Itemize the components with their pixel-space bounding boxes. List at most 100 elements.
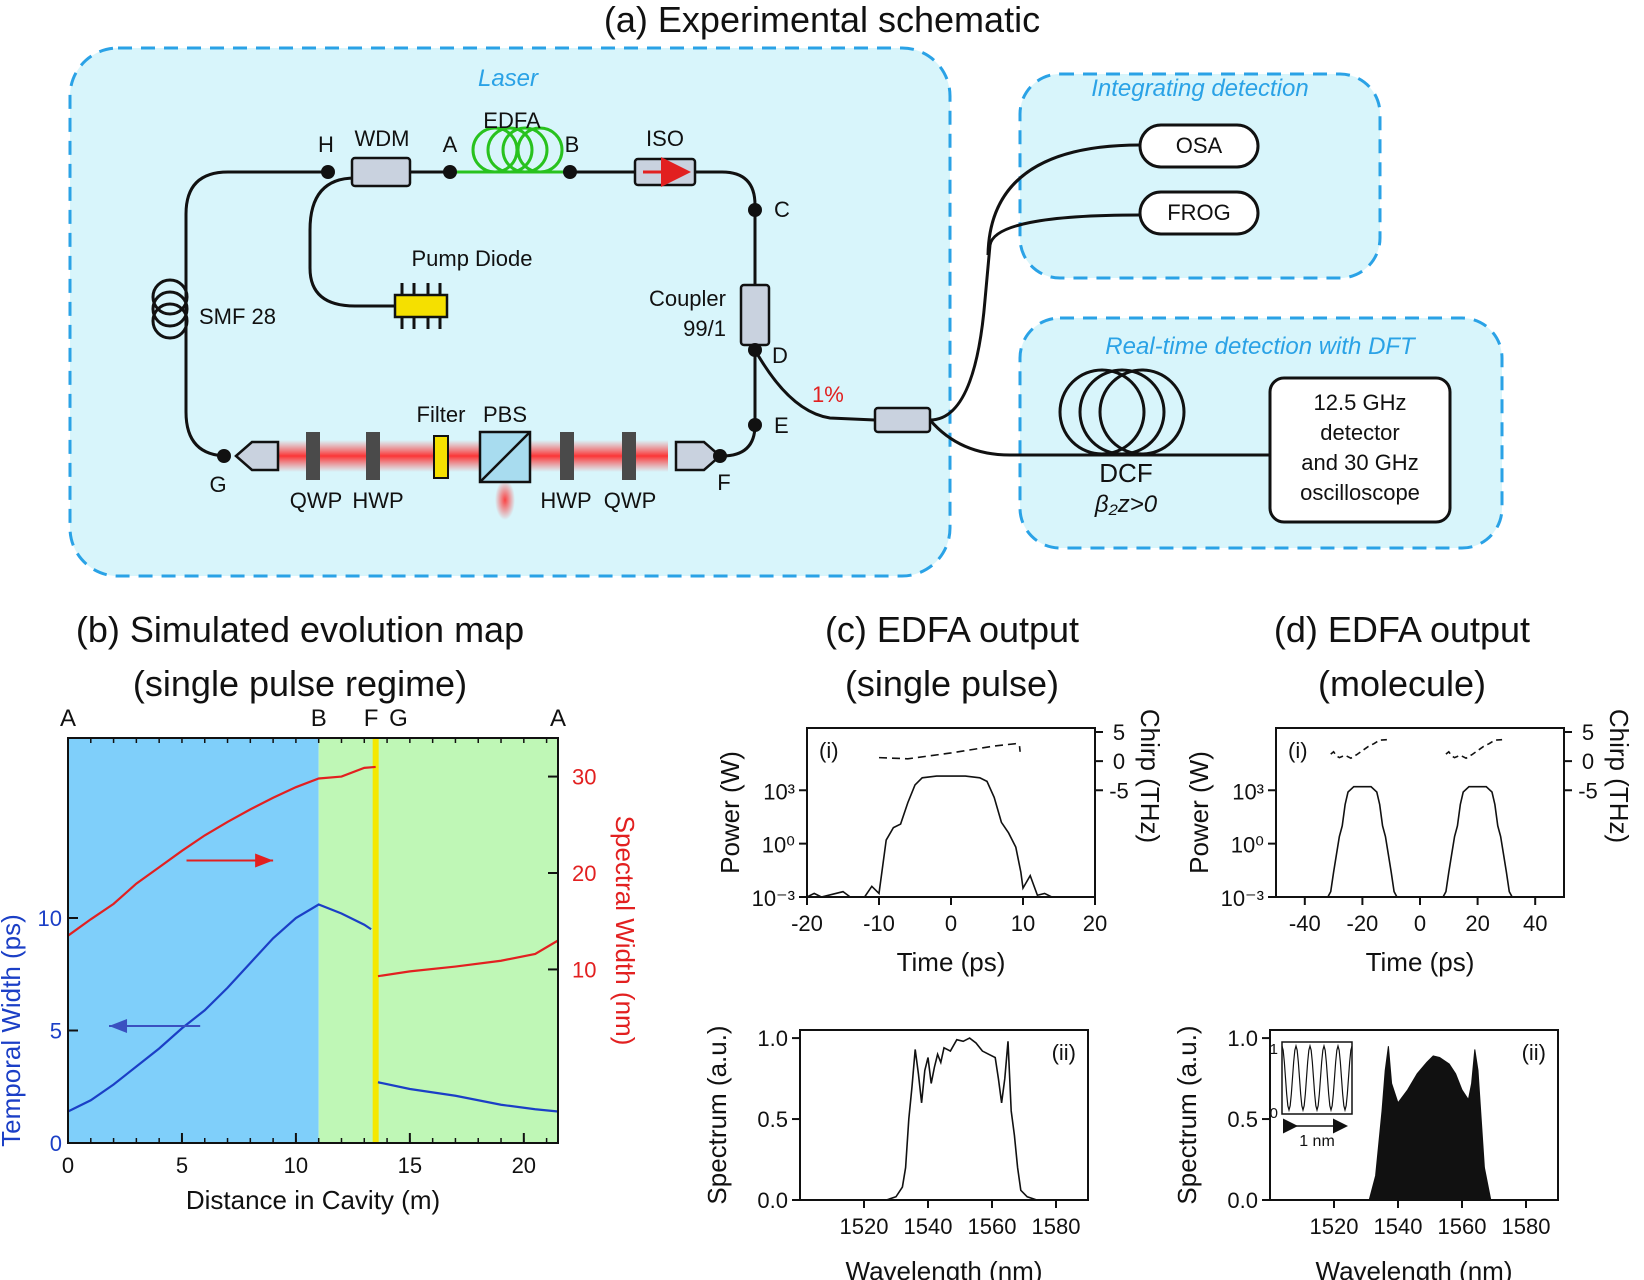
- chirp-trace: [878, 742, 1021, 760]
- top-label-4: A: [550, 705, 566, 732]
- x-tick-label-1560: 1560: [1438, 1214, 1487, 1239]
- inset-scale-label: 1 nm: [1299, 1133, 1335, 1150]
- top-label-0: A: [60, 705, 76, 732]
- y-left-axis-label: Power (W): [715, 751, 745, 874]
- coupler-label-2: 99/1: [683, 316, 726, 341]
- y-axis-label: Spectrum (a.u.): [702, 1025, 732, 1204]
- y-right-axis-label: Chirp (THz): [1604, 709, 1634, 843]
- pump-label: Pump Diode: [411, 246, 532, 271]
- point-H: H: [318, 132, 334, 157]
- x-tick-label-5: 5: [176, 1153, 188, 1178]
- y-left-tick-label-1: 10⁰: [762, 833, 795, 858]
- laser-beam: [272, 440, 668, 472]
- one-percent-label: 1%: [812, 382, 844, 407]
- hwp-right-label: HWP: [540, 488, 591, 513]
- osa-label: OSA: [1176, 133, 1223, 158]
- y-left-tick-label-0: 10⁻³: [752, 886, 795, 911]
- inset-y-tick-0: 0: [1270, 1105, 1278, 1122]
- pbs-label: PBS: [483, 402, 527, 427]
- dcf-coil-icon: [1058, 368, 1186, 456]
- point-E: E: [774, 413, 789, 438]
- smf-label: SMF 28: [199, 304, 276, 329]
- wdm-label: WDM: [355, 126, 410, 151]
- hwp-left: [366, 432, 380, 480]
- laser-box-label: Laser: [478, 65, 539, 92]
- qwp-left: [306, 432, 320, 480]
- y-right-tick-label-1: 0: [1582, 749, 1594, 774]
- top-label-1: B: [311, 705, 327, 732]
- fiber-loop: [184, 143, 1270, 458]
- y-right-axis-label: Chirp (THz): [1135, 709, 1165, 843]
- osa-box: [1138, 123, 1260, 169]
- y-right-tick-label-1: 0: [1113, 749, 1125, 774]
- edfa-fiber: [450, 126, 570, 174]
- detector-line-3: and 30 GHz: [1301, 450, 1418, 475]
- series-left-segment-1: [377, 1081, 559, 1113]
- y-left-tick-label-1: 10⁰: [1231, 833, 1264, 858]
- smf-coil-icon: [151, 278, 189, 340]
- y-right-tick-label-20: 20: [572, 861, 596, 886]
- point-A: A: [443, 132, 458, 157]
- dcf-sub-label: β₂z>0: [1094, 491, 1158, 518]
- dcf-label: DCF: [1099, 458, 1152, 488]
- x-tick-label-15: 15: [398, 1153, 422, 1178]
- y-tick-label-0.5: 0.5: [757, 1107, 788, 1132]
- power-trace: [806, 775, 1053, 898]
- y-right-tick-label-0: 5: [1113, 720, 1125, 745]
- point-markers: [217, 165, 762, 463]
- qwp-right-label: QWP: [604, 488, 657, 513]
- y-right-tick-label-10: 10: [572, 957, 596, 982]
- x-tick-label--20: -20: [1347, 911, 1379, 936]
- filter-element: [433, 435, 449, 479]
- plot-frame: [67, 737, 559, 1144]
- inset-fringes: [1281, 1043, 1353, 1113]
- region-1: [318, 738, 558, 1143]
- power-trace-1: [1442, 785, 1513, 898]
- x-tick-label-20: 20: [1083, 911, 1107, 936]
- x-tick-label-0: 0: [945, 911, 957, 936]
- y-tick-label-0: 0.0: [757, 1188, 788, 1213]
- x-tick-label-1580: 1580: [1502, 1214, 1551, 1239]
- y-right-tick-label-2: -5: [1109, 778, 1129, 803]
- panel-label: (ii): [1052, 1040, 1076, 1065]
- collimator-left: [234, 440, 280, 472]
- realtime-box-label: Real-time detection with DFT: [1105, 333, 1417, 360]
- x-axis-label: Wavelength (nm): [1316, 1256, 1513, 1280]
- x-tick-label-1520: 1520: [1310, 1214, 1359, 1239]
- panel-label: (i): [819, 738, 839, 763]
- y-tick-label-0.5: 0.5: [1227, 1107, 1258, 1132]
- pump-diode-component: [393, 283, 449, 329]
- filter-label: Filter: [417, 402, 466, 427]
- y-left-axis-label: Power (W): [1184, 751, 1214, 874]
- detector-line-4: oscilloscope: [1300, 480, 1420, 505]
- x-tick-label-10: 10: [284, 1153, 308, 1178]
- x-axis-label: Time (ps): [897, 947, 1006, 977]
- title-a: (a) Experimental schematic: [604, 0, 1040, 40]
- x-tick-label-40: 40: [1523, 911, 1547, 936]
- axis-arrow-head-1: [109, 1019, 128, 1033]
- panel-label: (i): [1288, 738, 1308, 763]
- point-D: D: [772, 343, 788, 368]
- rejected-beam-spot: [495, 480, 515, 520]
- top-label-2: F: [364, 705, 379, 732]
- point-C: C: [774, 197, 790, 222]
- y-tick-label-1: 1.0: [757, 1026, 788, 1051]
- detector-box: [1268, 376, 1452, 524]
- point-G: G: [209, 472, 226, 497]
- y-left-tick-label-0: 0: [50, 1131, 62, 1156]
- x-tick-label--20: -20: [791, 911, 823, 936]
- wdm-component: [350, 156, 412, 188]
- y-tick-label-1: 1.0: [1227, 1026, 1258, 1051]
- detector-line-1: 12.5 GHz: [1314, 390, 1407, 415]
- frog-label: FROG: [1167, 200, 1231, 225]
- series-left-segment-0: [67, 903, 372, 1113]
- y-left-tick-label-5: 5: [50, 1019, 62, 1044]
- point-F: F: [717, 470, 730, 495]
- y-right-tick-label-2: -5: [1578, 778, 1598, 803]
- x-tick-label-20: 20: [1465, 911, 1489, 936]
